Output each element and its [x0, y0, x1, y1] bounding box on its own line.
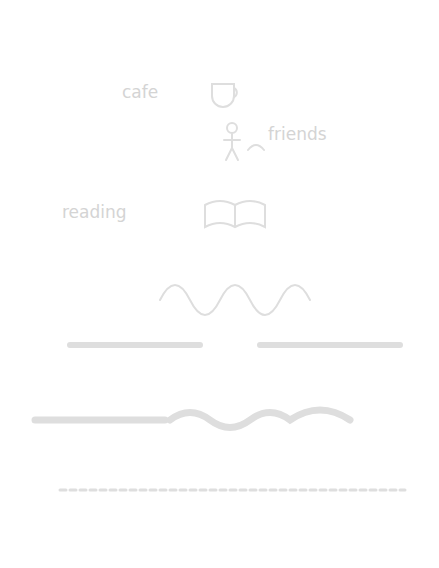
cup-handle	[234, 88, 237, 97]
tagline-band	[60, 489, 405, 492]
book-icon	[205, 201, 265, 227]
swirl-band	[35, 410, 350, 428]
friends-mark	[248, 145, 264, 150]
person-head	[227, 123, 237, 133]
cup-icon	[212, 84, 234, 107]
script-flourish	[160, 285, 310, 315]
word-label: cafe	[122, 82, 158, 102]
word-label: friends	[268, 124, 327, 144]
word-label: reading	[62, 202, 127, 222]
text-band	[70, 342, 400, 348]
person-body	[224, 134, 240, 160]
